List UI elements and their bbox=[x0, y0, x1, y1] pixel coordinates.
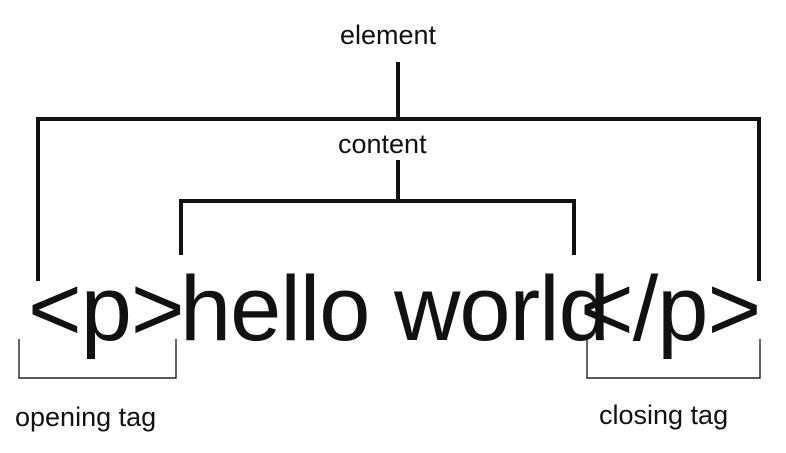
element-label: element bbox=[340, 20, 437, 50]
opening-tag-label: opening tag bbox=[15, 402, 157, 432]
content-code: hello world bbox=[180, 258, 610, 360]
content-bracket bbox=[179, 160, 576, 255]
closing-tag-code: </p> bbox=[580, 258, 761, 360]
closing-tag-bracket bbox=[586, 339, 761, 379]
closing-tag-label: closing tag bbox=[599, 400, 729, 430]
element-bracket bbox=[36, 62, 761, 281]
opening-tag-code: <p> bbox=[28, 258, 185, 360]
content-label: content bbox=[338, 129, 427, 159]
opening-tag-bracket bbox=[18, 339, 177, 379]
